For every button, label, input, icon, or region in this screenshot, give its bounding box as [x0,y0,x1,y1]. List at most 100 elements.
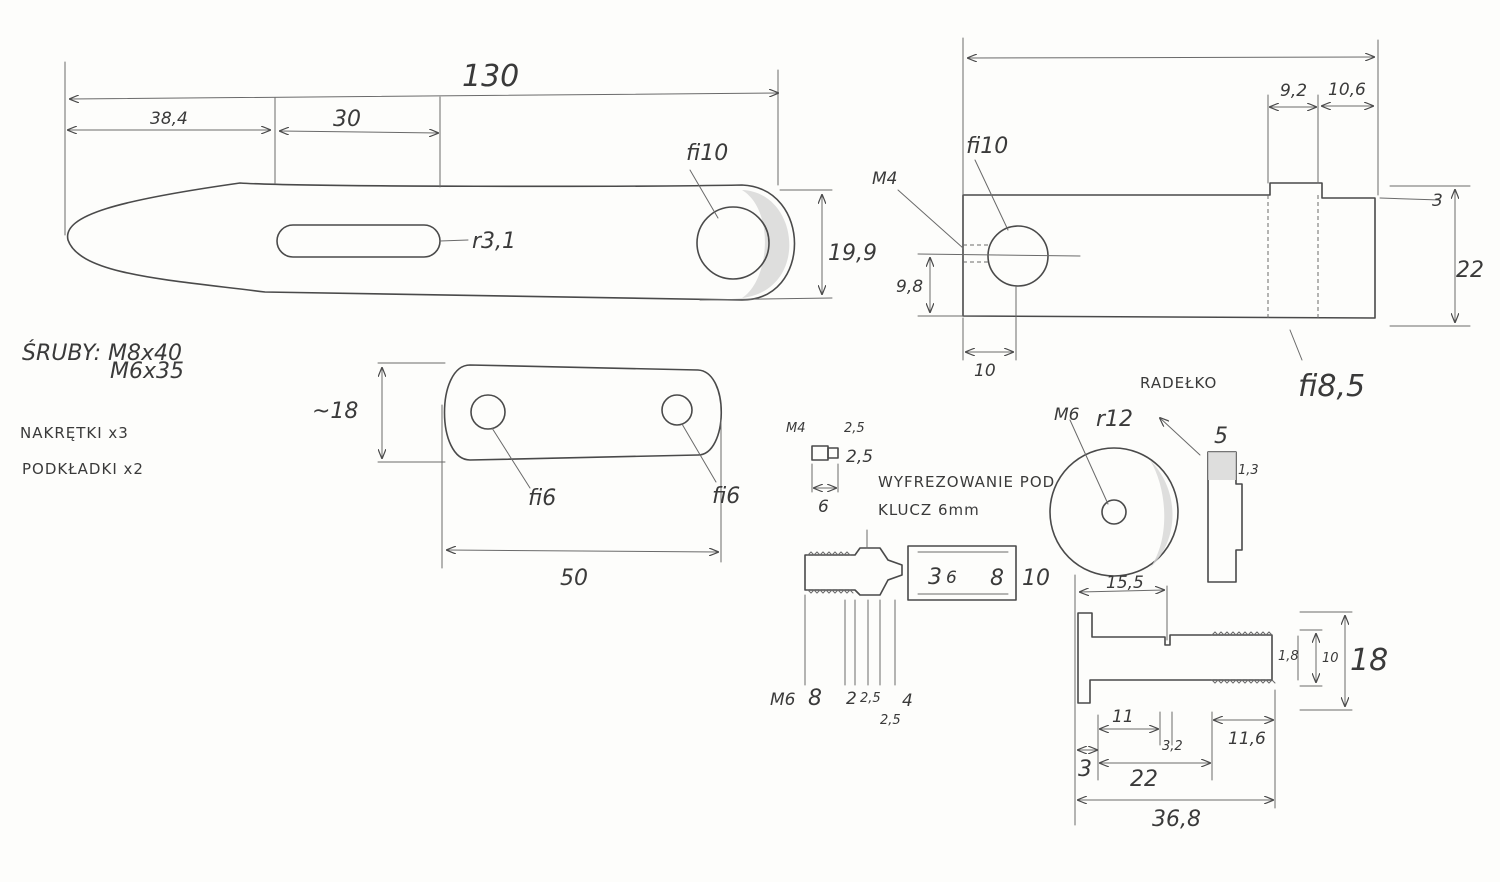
arm-hole [696,206,770,280]
arm-hole-label: fi10 [686,141,728,166]
bolt-end-view [907,545,1017,601]
wheel-hole [1101,499,1127,525]
wheel-width-label: 5 [1214,424,1228,449]
shaft-da-label: 11 [1112,707,1134,727]
wheel-title-leader [1160,418,1201,456]
bolt-e2-label: 6 [946,568,957,588]
block-hole-x-label: 10 [974,361,996,381]
bolt-thread-marks [807,551,854,594]
arm-dim-30 [280,131,438,133]
shaft-len1-label: 15,5 [1106,573,1144,593]
block-height-label: 22 [1456,258,1484,283]
note-washers: PODKŁADKI x2 [22,460,144,478]
shaft-dim-155 [1080,590,1164,592]
block-hole-h-label: 9,8 [896,277,923,297]
bolt-d4-label: 4 [902,691,913,711]
plate-hole-left [470,394,506,430]
wheel-chamfer-label: 1,3 [1238,463,1259,478]
arm-d2-label: 30 [333,107,361,132]
bolt-d5-label: 2,5 [880,713,901,728]
bolt-note-1: WYFREZOWANIE POD [878,473,1055,491]
block-hole-leader [974,159,1009,231]
block-ext-center [917,253,1081,257]
shaft-db-label: 3,2 [1162,739,1183,754]
wheel-part: RADEŁKO M6 r12 5 1,3 [1049,374,1259,583]
plate-hole1-leader [491,427,531,489]
bolt-e3-label: 8 [990,566,1004,591]
arm-hole-leader [689,169,719,219]
arm-slot-label: r3,1 [472,229,516,254]
block-part: fi10 M4 9,2 10,6 3 22 9,8 10 fi8,5 [872,37,1484,404]
arm-slot [276,224,441,258]
wheel-m6-leader [1069,419,1109,505]
small-screw-part: M4 2,5 2,5 6 [786,421,873,517]
block-bore-label: fi8,5 [1298,369,1365,404]
shaft-dd-label: 3 [1078,757,1092,782]
block-d-top2-label: 10,6 [1328,80,1366,100]
block-d-top1-label: 9,2 [1280,81,1307,101]
plate-dim-width [447,550,718,552]
shaft-dc-label: 11,6 [1228,729,1266,749]
bolt-d1-label: 8 [808,686,822,711]
plate-hole1-label: fi6 [528,486,556,511]
shaft-part: 15,5 18 10 1,8 11 3,2 11,6 3 22 36,8 [1074,573,1388,832]
arm-part: 130 38,4 30 fi10 r3,1 19,9 [64,59,877,301]
arm-outline [66,182,796,301]
plate-part: ~18 50 fi6 fi6 [312,362,740,591]
arm-height-label: 19,9 [828,241,877,266]
shaft-thread-marks [1211,631,1276,684]
block-d-step-label: 3 [1432,191,1443,211]
shaft-outline [1077,612,1273,704]
bolt-e4-label: 10 [1022,566,1050,591]
block-bore-leader [1289,329,1303,361]
bolt-outline [804,547,903,596]
notes-block: ŚRUBY: M8x40 M6x35 NAKRĘTKI x3 PODKŁADKI… [20,340,184,478]
arm-ext-h2 [699,297,833,301]
small-screw-d2: 2,5 [846,447,873,467]
bolt-note-2: KLUCZ 6mm [878,501,980,519]
shaft-dia1-label: 18 [1350,643,1388,678]
plate-outline [443,364,722,461]
block-hole [987,225,1049,287]
small-screw-tip [827,447,839,459]
bolt-part: WYFREZOWANIE POD KLUCZ 6mm M6 8 2 2,5 4 … [770,473,1055,728]
shaft-de-label: 22 [1130,767,1158,792]
wheel-title: RADEŁKO [1140,374,1217,392]
arm-end-shading [742,190,790,298]
arm-d1-label: 38,4 [150,109,188,129]
plate-hole2-label: fi6 [712,484,740,509]
note-screws-2: M6x35 [110,359,184,384]
small-screw-thread [811,445,829,461]
wheel-thread-label: M6 [1054,405,1080,425]
bolt-e1-label: 3 [928,565,942,590]
shaft-dia3-label: 1,8 [1278,649,1299,664]
wheel-radius-label: r12 [1096,407,1133,432]
small-screw-d1: 2,5 [844,421,865,436]
bolt-d3-label: 2,5 [860,691,881,706]
block-outline [962,182,1376,319]
block-m4-leader [897,189,964,249]
block-hole-label: fi10 [966,134,1008,159]
shaft-total-label: 36,8 [1152,807,1201,832]
block-thread-label: M4 [872,169,897,189]
arm-dim-130 [70,93,778,99]
note-nuts: NAKRĘTKI x3 [20,424,129,442]
bolt-d2-label: 2 [846,689,857,709]
plate-hole-right [661,394,693,426]
arm-total-label: 130 [462,59,519,94]
block-dim-total [968,57,1374,58]
plate-hole2-leader [681,423,717,483]
note-screws-1: ŚRUBY: M8x40 [22,340,182,366]
plate-height-label: ~18 [312,399,358,424]
wheel-shading [1150,460,1173,568]
small-screw-len: 6 [818,497,829,517]
wheel-side-shading [1208,452,1236,480]
small-screw-label: M4 [786,421,806,436]
wheel-outline [1049,447,1179,577]
block-ext-step [1379,197,1441,201]
plate-width-label: 50 [560,566,588,591]
bolt-thread-label: M6 [770,690,796,710]
arm-slot-leader [439,239,469,242]
